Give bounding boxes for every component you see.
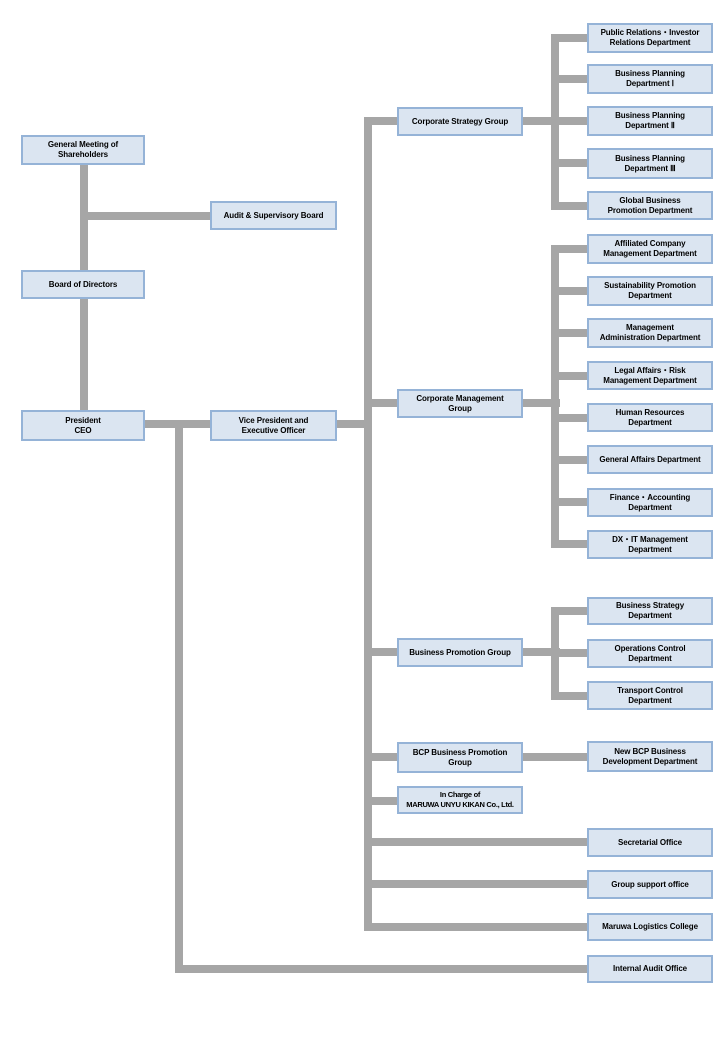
connector-line (364, 648, 397, 656)
connector-line (551, 117, 587, 125)
connector-line (551, 202, 587, 210)
org-node-general-affairs: General Affairs Department (587, 445, 713, 474)
connector-line (364, 923, 587, 931)
org-node-maruwa-logistics-college: Maruwa Logistics College (587, 913, 713, 941)
org-node-general-meeting: General Meeting of Shareholders (21, 135, 145, 165)
connector-line (551, 372, 587, 380)
org-node-operations-control: Operations Control Department (587, 639, 713, 668)
org-node-legal-affairs-risk: Legal Affairs・Risk Management Department (587, 361, 713, 390)
connector-line (551, 649, 587, 657)
org-node-business-strategy: Business Strategy Department (587, 597, 713, 625)
connector-line (80, 212, 210, 220)
org-node-label: Corporate Strategy Group (411, 116, 509, 126)
org-node-label: Management Administration Department (599, 323, 701, 342)
org-node-corporate-strategy-group: Corporate Strategy Group (397, 107, 523, 136)
org-node-audit-supervisory-board: Audit & Supervisory Board (210, 201, 337, 230)
connector-line (551, 607, 587, 615)
org-node-in-charge-maruwa: In Charge of MARUWA UNYU KIKAN Co., Ltd. (397, 786, 523, 814)
connector-line (523, 753, 587, 761)
org-node-label: Vice President and Executive Officer (238, 415, 309, 435)
org-node-secretarial-office: Secretarial Office (587, 828, 713, 857)
connector-line (551, 414, 587, 422)
org-node-label: Audit & Supervisory Board (223, 210, 324, 220)
connector-line (551, 456, 587, 464)
org-node-label: New BCP Business Development Department (602, 746, 698, 766)
org-node-business-planning-1: Business Planning Department Ⅰ (587, 64, 713, 94)
org-node-corporate-management-group: Corporate Management Group (397, 389, 523, 418)
org-node-board-of-directors: Board of Directors (21, 270, 145, 299)
connector-line (551, 245, 587, 253)
org-node-affiliated-company-management: Affiliated Company Management Department (587, 234, 713, 264)
org-node-vice-president: Vice President and Executive Officer (210, 410, 337, 441)
org-node-label: In Charge of MARUWA UNYU KIKAN Co., Ltd. (406, 790, 514, 809)
connector-line (551, 540, 587, 548)
org-node-management-administration: Management Administration Department (587, 318, 713, 348)
org-node-label: Human Resources Department (615, 407, 685, 427)
org-node-label: Business Promotion Group (409, 647, 511, 657)
connector-line (551, 34, 587, 42)
org-node-label: Legal Affairs・Risk Management Department (603, 365, 697, 385)
org-node-label: Secretarial Office (617, 837, 682, 847)
org-node-label: Affiliated Company Management Department (603, 239, 697, 258)
org-node-sustainability-promotion: Sustainability Promotion Department (587, 276, 713, 306)
org-node-public-relations-ir: Public Relations・Investor Relations Depa… (587, 23, 713, 53)
connector-line (551, 75, 587, 83)
org-node-label: Sustainability Promotion Department (604, 281, 696, 300)
org-node-label: Global Business Promotion Department (607, 195, 693, 215)
connector-line (551, 245, 559, 548)
org-node-label: General Affairs Department (599, 454, 701, 464)
org-node-business-planning-2: Business Planning Department Ⅱ (587, 106, 713, 136)
connector-line (175, 965, 587, 973)
connector-line (523, 648, 560, 656)
connector-line (364, 880, 587, 888)
org-node-label: Operations Control Department (614, 643, 686, 663)
connector-line (364, 797, 397, 805)
org-node-label: General Meeting of Shareholders (47, 140, 119, 159)
org-node-label: Business Planning Department Ⅰ (615, 69, 685, 88)
org-node-new-bcp-business-development: New BCP Business Development Department (587, 741, 713, 772)
org-node-label: Business Strategy Department (615, 601, 685, 620)
org-node-label: Board of Directors (48, 279, 118, 289)
org-node-global-business-promotion: Global Business Promotion Department (587, 191, 713, 220)
connector-line (364, 117, 397, 125)
org-node-finance-accounting: Finance・Accounting Department (587, 488, 713, 517)
connector-line (364, 399, 397, 407)
org-node-president-ceo: President CEO (21, 410, 145, 441)
connector-line (364, 838, 587, 846)
org-node-label: Maruwa Logistics College (602, 922, 698, 931)
connector-line (551, 159, 587, 167)
org-node-human-resources: Human Resources Department (587, 403, 713, 432)
org-node-label: Finance・Accounting Department (609, 492, 691, 512)
connector-line (551, 329, 587, 337)
org-node-transport-control: Transport Control Department (587, 681, 713, 710)
connector-line (364, 117, 372, 931)
org-node-label: President CEO (65, 415, 101, 435)
connector-line (175, 424, 183, 973)
org-node-bcp-business-promotion-group: BCP Business Promotion Group (397, 742, 523, 773)
org-node-business-planning-3: Business Planning Department Ⅲ (587, 148, 713, 179)
connector-line (523, 117, 560, 125)
connector-line (80, 299, 88, 411)
org-node-group-support-office: Group support office (587, 870, 713, 899)
connector-line (551, 287, 587, 295)
org-node-label: Transport Control Department (617, 685, 683, 705)
org-node-label: Business Planning Department Ⅱ (615, 111, 685, 130)
org-node-label: DX・IT Management Department (612, 534, 688, 554)
connector-line (551, 692, 587, 700)
org-node-dx-it-management: DX・IT Management Department (587, 530, 713, 559)
org-node-label: Internal Audit Office (612, 964, 688, 973)
org-node-label: Public Relations・Investor Relations Depa… (600, 28, 700, 47)
org-node-internal-audit-office: Internal Audit Office (587, 955, 713, 983)
org-node-label: Group support office (611, 879, 689, 889)
connector-line (337, 420, 372, 428)
connector-line (551, 498, 587, 506)
org-node-label: BCP Business Promotion Group (412, 747, 508, 767)
org-node-business-promotion-group: Business Promotion Group (397, 638, 523, 667)
connector-line (523, 399, 560, 407)
org-node-label: Corporate Management Group (416, 393, 504, 413)
org-node-label: Business Planning Department Ⅲ (615, 153, 685, 173)
connector-line (364, 753, 397, 761)
